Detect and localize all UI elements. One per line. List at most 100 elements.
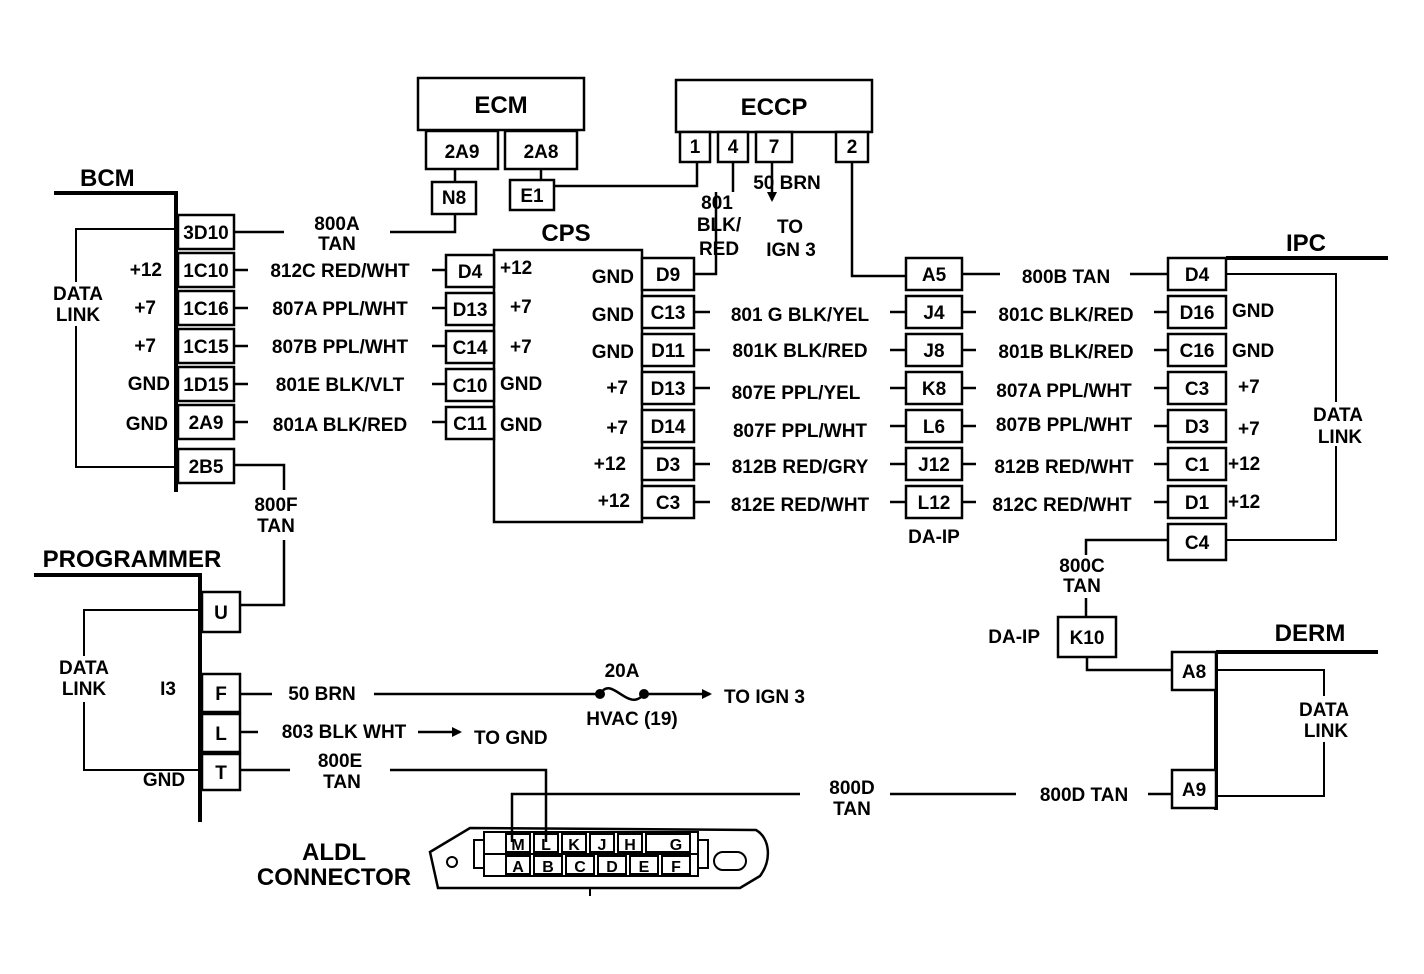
da-ip-k10-label: DA-IP	[988, 627, 1040, 648]
to-gnd-label: TO GND	[474, 728, 548, 749]
cps-inner-left-4: GND	[500, 374, 542, 395]
wire-807a-label: 807A PPL/WHT	[272, 299, 408, 320]
wire-800a-line1: 800A	[314, 214, 360, 235]
cps-pin-c10-label: C10	[453, 376, 488, 397]
prog-pin-u	[200, 590, 242, 634]
aldl-mount-hole-left	[446, 856, 458, 868]
wire-800f-top	[234, 463, 286, 490]
eccp-pin-1-label: 1	[690, 137, 701, 158]
cps-pin-c14-label: C14	[453, 338, 488, 359]
wire-e1-to-eccp-1	[554, 162, 699, 188]
cps-inner-left-1: +12	[500, 258, 532, 279]
wire-801g-label: 801 G BLK/YEL	[731, 305, 870, 326]
bcm-pin-1d15-label: 1D15	[183, 375, 229, 396]
ipc-data-link-line2: LINK	[1318, 427, 1363, 448]
eccp-label: ECCP	[741, 94, 808, 121]
eccp-pin-7	[754, 130, 794, 164]
to-label: TO	[777, 217, 803, 238]
ecm-pin-2a9	[424, 129, 500, 171]
aldl-cell-e	[629, 855, 659, 875]
bcm-pin-1c10-label: 1C10	[183, 261, 228, 282]
wire-807b-ipc-label: 807B PPL/WHT	[996, 415, 1133, 436]
aldl-cell-d	[597, 855, 627, 875]
prog-pin-f-label: F	[215, 684, 227, 705]
cps-right-pins: D9 C13 D11 D13 D14 D3 C3	[640, 256, 696, 520]
cps-pin-c3-label: C3	[656, 493, 680, 514]
wire-800f-line2: TAN	[257, 516, 295, 537]
ipc-side-6: +12	[1228, 492, 1260, 513]
wire-801a-label: 801A BLK/RED	[273, 415, 407, 436]
bcm-pin-1d15	[176, 365, 236, 403]
aldl-cell-b-label: B	[542, 859, 554, 876]
eccp-pin-2-label: 2	[847, 137, 858, 158]
aldl-cell-c-label: C	[574, 859, 586, 876]
aldl-cell-f	[661, 855, 691, 875]
ipc-pin-d4-label: D4	[1185, 265, 1210, 286]
wire-800c-line1: 800C	[1059, 556, 1105, 577]
wire-801-line3: RED	[699, 239, 739, 260]
ecm-label: ECM	[474, 92, 527, 119]
bcm-pin-2a9-label: 2A9	[189, 413, 224, 434]
eccp-pin-1	[678, 130, 712, 164]
derm-data-link-mask	[1290, 696, 1362, 742]
wire-801b-label: 801B BLK/RED	[998, 342, 1133, 363]
cps-inner-right-3: GND	[592, 342, 634, 363]
aldl-cell-j	[589, 833, 615, 853]
cps-pin-c11	[444, 405, 496, 441]
prog-pin-l	[200, 712, 242, 754]
cps-inner-right-4: +7	[606, 378, 628, 399]
wire-cps-d9-to-801	[694, 192, 718, 276]
aldl-cell-g	[645, 833, 691, 853]
wire-812c-ipc-label: 812C RED/WHT	[992, 495, 1132, 516]
cps-inner-right-7: +12	[598, 491, 630, 512]
ipc-pin-d1-label: D1	[1185, 493, 1210, 514]
da-ip-pin-k10	[1056, 615, 1118, 659]
ipc-pin-d1	[1166, 484, 1228, 520]
wire-50brn-prog-label: 50 BRN	[288, 684, 356, 705]
cps-inner-right-6: +12	[594, 454, 626, 475]
ipc-label: IPC	[1286, 230, 1326, 257]
eccp-body	[674, 78, 874, 134]
aldl-cell-l-label: L	[541, 837, 551, 854]
aldl-housing	[428, 826, 769, 890]
bcm-pins: 3D10 1C10 1C16 1C15 1D15 2A9 2B5	[176, 213, 236, 485]
aldl-cell-m	[505, 833, 531, 853]
aldl-label-line1: ALDL	[302, 839, 366, 866]
da-ip-connector: A5 J4 J8 K8 L6 J12 L12	[904, 256, 964, 520]
bcm-side-5: GND	[126, 414, 168, 435]
derm-pin-a9-label: A9	[1182, 780, 1206, 801]
wire-800f-line1: 800F	[254, 495, 297, 516]
ecm-pin-2a9-label: 2A9	[445, 142, 480, 163]
bcm-data-link-line2: LINK	[56, 305, 101, 326]
cps-pin-d11	[640, 332, 696, 368]
ipc-pin-c4	[1166, 522, 1228, 562]
wire-800e-line1: 800E	[318, 751, 362, 772]
ign3-label: IGN 3	[766, 240, 816, 261]
bcm-pin-1c16-label: 1C16	[183, 299, 228, 320]
ipc-data-link-line1: DATA	[1313, 405, 1363, 426]
wire-801c-label: 801C BLK/RED	[998, 305, 1133, 326]
ipc-pin-c3-label: C3	[1185, 379, 1209, 400]
bcm-label: BCM	[80, 165, 135, 192]
cps-pin-d13-label: D13	[453, 300, 488, 321]
cps-inner-right-5: +7	[606, 418, 628, 439]
fuse-name-label: HVAC (19)	[586, 709, 678, 730]
derm-data-link-line2: LINK	[1304, 721, 1349, 742]
derm-pin-a8-label: A8	[1182, 662, 1206, 683]
wire-800d-aldl	[510, 792, 800, 842]
programmer-label: PROGRAMMER	[43, 546, 222, 573]
bcm-data-link-line1: DATA	[53, 284, 103, 305]
cps-pin-d9-label: D9	[656, 265, 680, 286]
cps-pin-d13-right	[640, 370, 696, 406]
ipc-pin-c4-label: C4	[1185, 533, 1210, 554]
splice-n8-label: N8	[442, 188, 466, 209]
prog-pin-t	[200, 752, 242, 792]
ipc-pin-c3	[1166, 370, 1228, 406]
aldl-cell-l	[533, 833, 559, 853]
cps-pin-d4	[444, 253, 496, 289]
bcm-side-3: +7	[134, 336, 156, 357]
cps-inner-left-2: +7	[510, 297, 532, 318]
aldl-cell-h-label: H	[624, 837, 636, 854]
eccp-pin-7-label: 7	[769, 137, 780, 158]
